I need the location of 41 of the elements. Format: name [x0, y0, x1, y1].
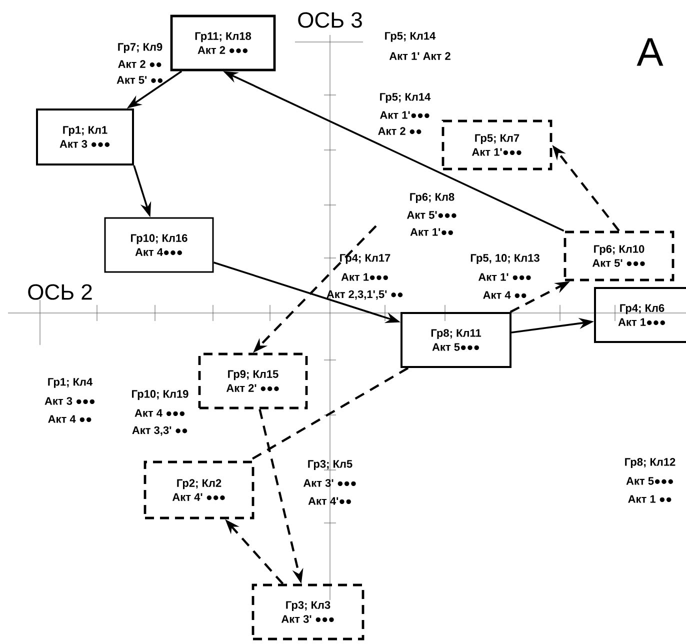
group-box: Гр5; Кл7 Акт 1'●●●: [442, 120, 552, 170]
process-box: Гр4; Кл6 Акт 1●●●: [594, 287, 686, 343]
text-label: Акт 5' ●●: [116, 76, 162, 84]
text-label: Гр5; Кл14: [380, 93, 431, 103]
process-box: Гр1; Кл1 Акт 3 ●●●: [36, 108, 134, 166]
axis-label: ОСЬ 3: [298, 12, 362, 28]
group-box: Гр6; Кл10 Акт 5' ●●●: [564, 230, 674, 282]
text-label: Акт 4 ●●●: [134, 409, 185, 417]
text-label: Акт 1 ●●: [628, 495, 672, 503]
text-label: Акт 3,3' ●●: [132, 426, 188, 436]
text-label: Акт 3 ●●●: [44, 397, 95, 405]
text-label: Гр3; Кл5: [308, 460, 352, 470]
text-label: Гр8; Кл12: [625, 458, 676, 468]
text-label: Акт 3' ●●●: [303, 479, 356, 487]
group-box: Гр3; Кл3 Акт 3' ●●●: [252, 584, 364, 640]
process-box: Гр11; Кл18 Акт 2 ●●●: [170, 14, 276, 72]
text-label: Акт 5'●●●: [407, 211, 456, 219]
text-label: Акт 4 ●●: [483, 291, 526, 299]
text-label: Гр6; Кл8: [410, 193, 454, 203]
text-label: Акт 2 ●●: [378, 127, 422, 135]
group-box: Гр9; Кл15 Акт 2' ●●●: [198, 352, 308, 410]
text-label: Акт 5●●●: [626, 477, 673, 485]
text-label: Акт 4'●●: [308, 497, 351, 505]
text-label: Акт 2,3,1',5' ●●: [326, 290, 403, 300]
axis-label: ОСЬ 2: [28, 284, 92, 300]
text-label: Гр1; Кл4: [48, 378, 93, 388]
text-label: Гр5; Кл14: [385, 32, 436, 42]
text-label: Акт 1' Акт 2: [389, 52, 450, 60]
process-box: Гр8; Кл11 Акт 5●●●: [400, 312, 512, 368]
panel-letter: А: [636, 38, 664, 66]
text-label: Акт 1' ●●●: [478, 273, 531, 281]
text-label: Акт 1'●●●: [380, 111, 430, 119]
text-label: Гр4; Кл17: [340, 254, 390, 264]
text-label: Гр5, 10; Кл13: [470, 254, 540, 264]
group-box: Гр2; Кл2 Акт 4' ●●●: [144, 460, 254, 520]
text-label: Акт 1●●●: [341, 273, 388, 281]
text-label: Акт 1'●●: [410, 228, 453, 236]
text-label: Гр10; Кл19: [132, 390, 188, 400]
text-label: Акт 2 ●●: [118, 60, 162, 68]
text-label: Акт 4 ●●: [48, 415, 92, 423]
process-box: Гр10; Кл16 Акт 4●●●: [104, 217, 214, 273]
